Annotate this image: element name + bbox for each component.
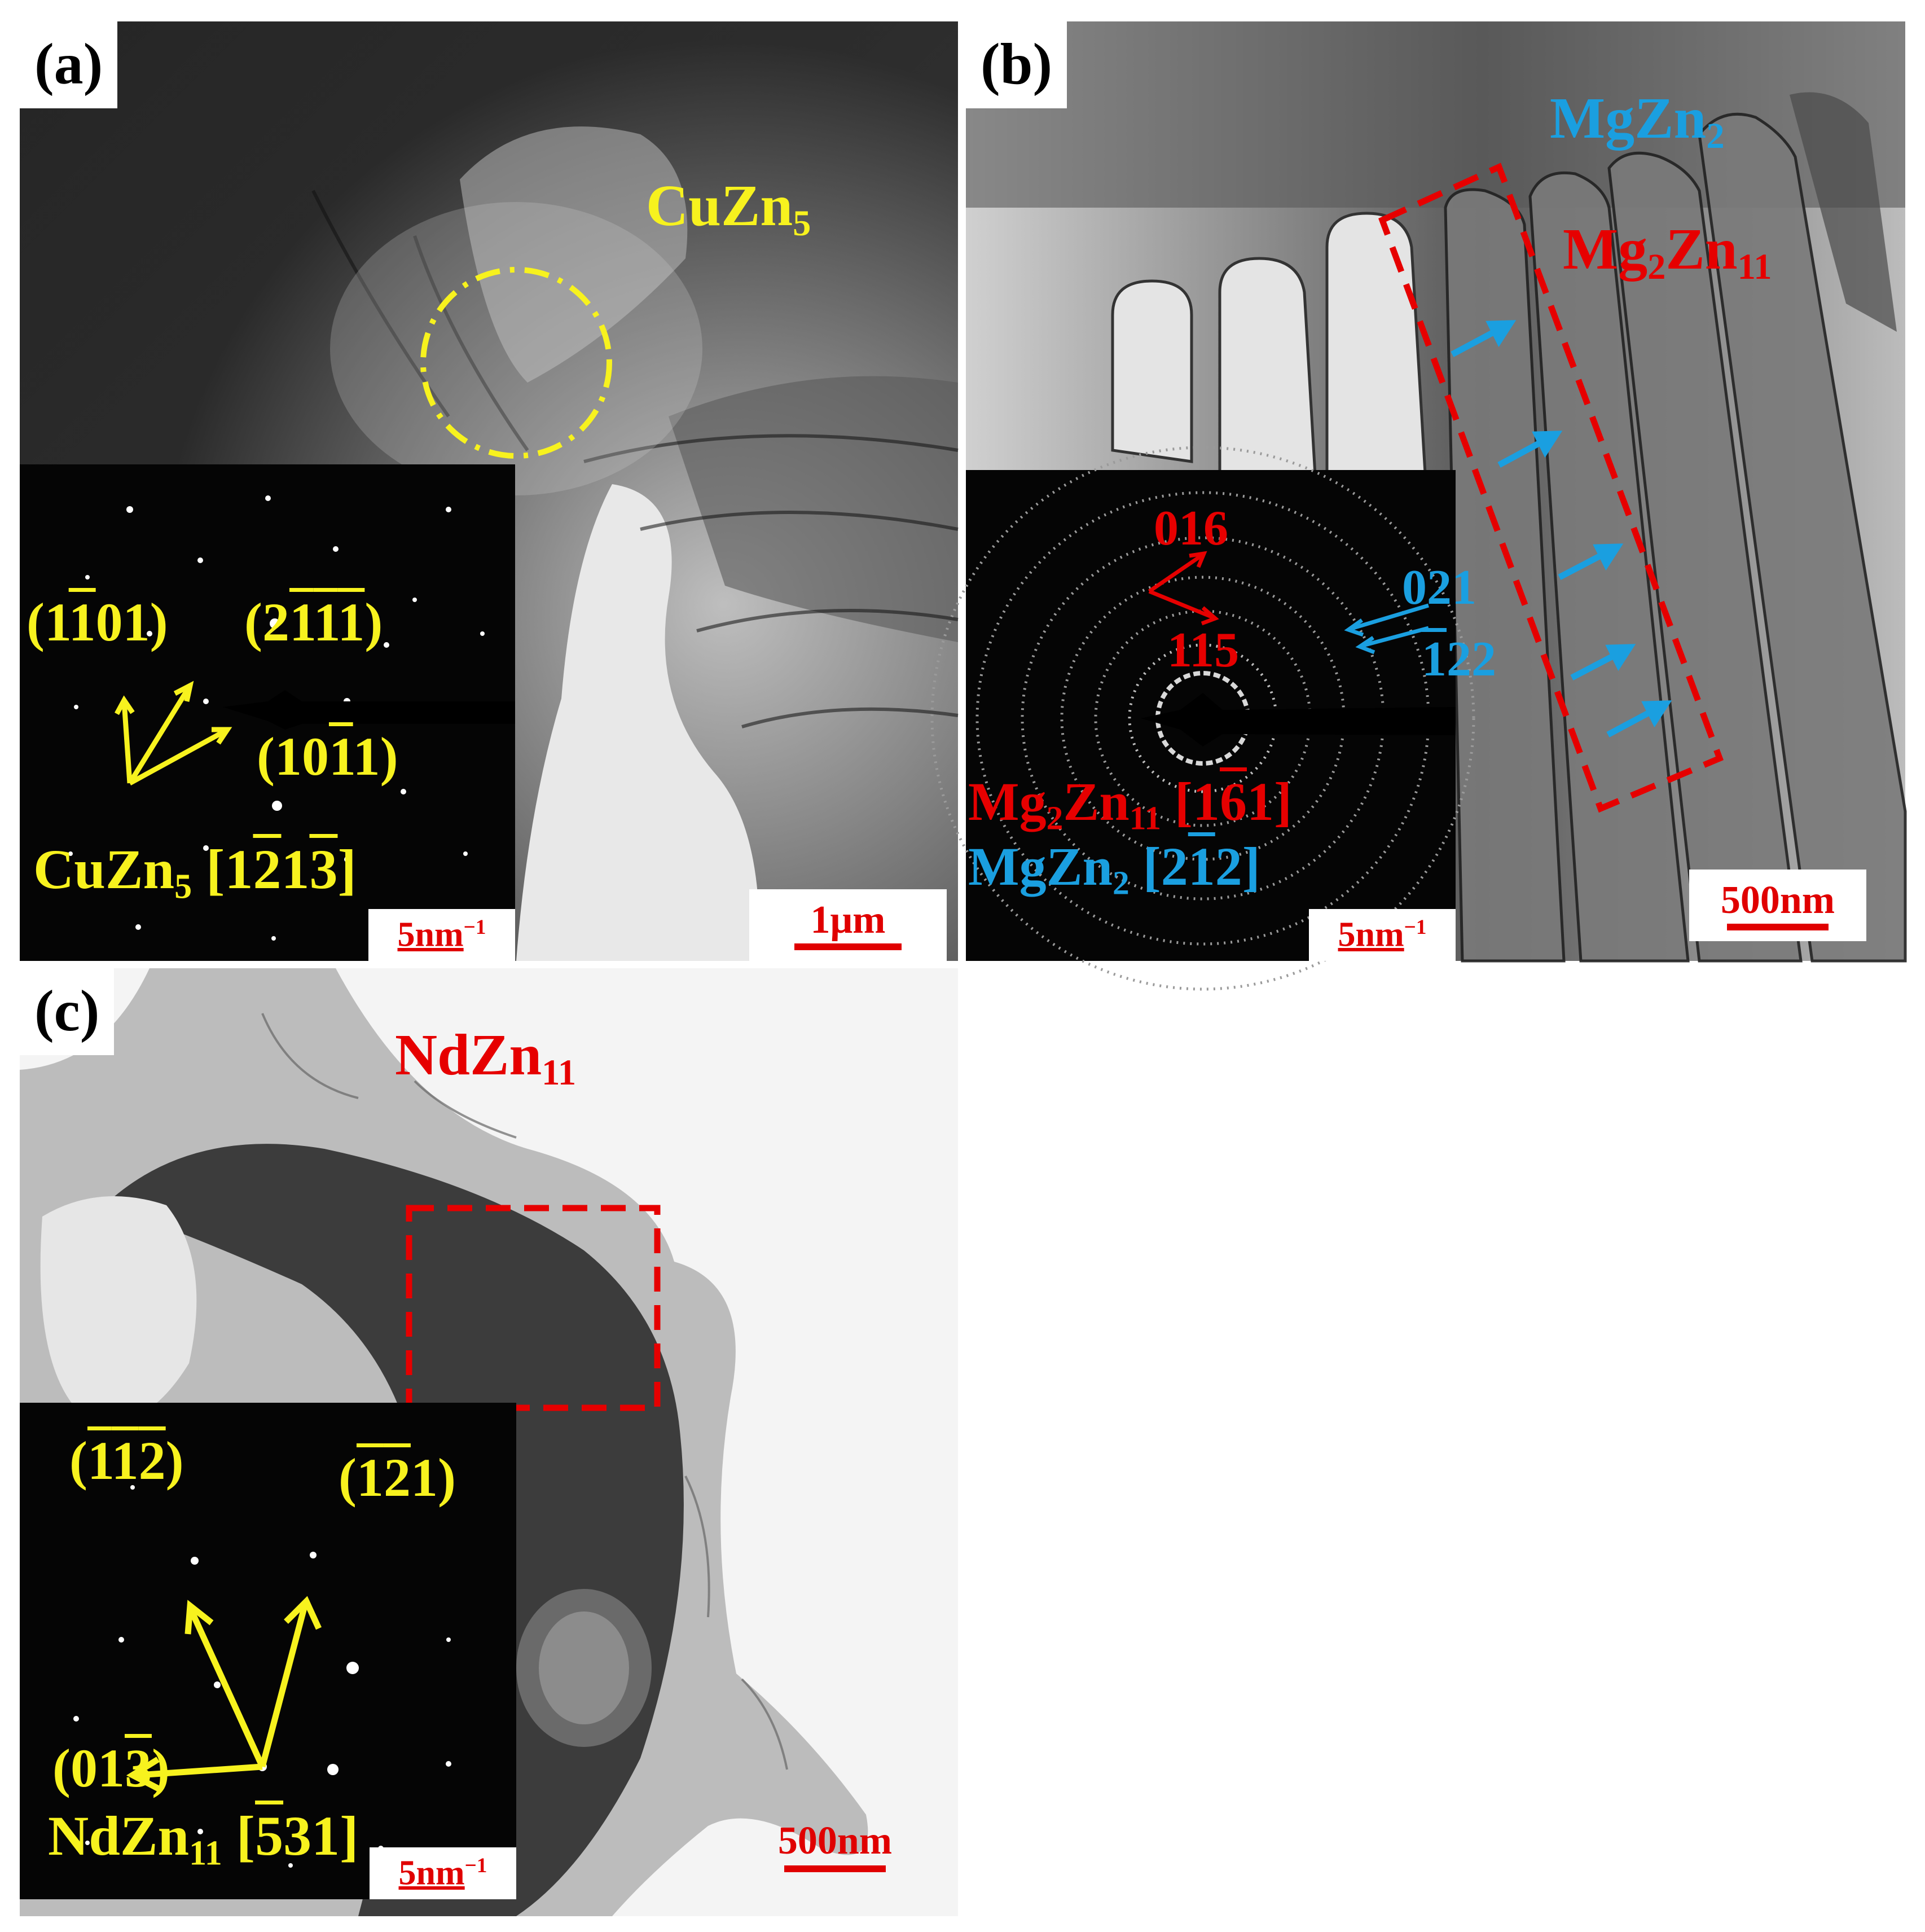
panel-b-ring-label-115: 115 (1167, 623, 1240, 678)
panel-b-diffraction-pattern (930, 446, 1475, 991)
panel-b-scale-bar: 500nm (1689, 870, 1866, 941)
panel-c-plane-label-1: (112) (69, 1430, 184, 1491)
panel-a-inset-scale-bar: 5nm−1 (368, 909, 515, 961)
panel-a-diffraction-inset: (1101) (2111) (1011) CuZn5 [1213] 5nm−1 (20, 464, 515, 961)
panel-c-plane-label-3: (013) (52, 1738, 170, 1798)
panel-a-scale-label: 1μm (810, 898, 886, 942)
panel-b-ring-label-021: 021 (1402, 560, 1476, 615)
panel-b: (b) MgZn2 Mg2Zn11 (930, 21, 1907, 991)
panel-b-ring-label-016: 016 (1154, 501, 1228, 556)
panel-a-phase-label: CuZn5 (646, 173, 811, 244)
panel-c-tag: (c) (20, 968, 115, 1055)
panel-b-ring-label-122: 122 (1422, 632, 1496, 687)
panel-c-diffraction-pattern (73, 1485, 451, 1868)
panel-c-plane-label-2: (121) (339, 1447, 456, 1508)
panel-b-tag: (b) (966, 21, 1067, 108)
panel-b-diffraction-inset: 016 115 021 122 Mg2Zn11 [161] MgZn2 [212… (930, 446, 1496, 991)
panel-c-diffraction-inset: (112) (121) (013) NdZn11 [531] 5nm−1 (20, 1403, 516, 1899)
panel-a-scale-bar: 1μm (749, 889, 947, 961)
panel-b-zone-axis-mgzn2: MgZn2 [212] (968, 836, 1260, 902)
panel-a-diffraction-pattern (68, 495, 515, 941)
panel-b-zone-axis-mg2zn11: Mg2Zn11 [161] (968, 771, 1292, 837)
panel-b-inset-scale-bar: 5nm−1 (1309, 909, 1456, 961)
panel-c-zone-axis-label: NdZn11 [531] (48, 1804, 359, 1873)
panel-b-phase2-label: Mg2Zn11 (1563, 217, 1772, 287)
panel-c-inset-scale-bar: 5nm−1 (370, 1847, 516, 1899)
panel-c-scale-bar: 500nm (750, 1814, 920, 1881)
panel-c: (c) NdZn11 (112) (121) (20, 968, 958, 1916)
panel-a-zone-axis-label: CuZn5 [1213] (33, 838, 357, 906)
panel-a: (a) CuZn5 (1101) (20, 21, 959, 961)
panel-c-phase-label: NdZn11 (395, 1022, 577, 1093)
panel-a-plane-label-3: (1011) (257, 726, 398, 787)
panel-c-scale-label: 500nm (777, 1819, 893, 1863)
panel-b-scale-label: 500nm (1720, 879, 1835, 922)
panel-a-plane-label-1: (1101) (27, 592, 168, 652)
panel-b-phase1-label: MgZn2 (1550, 86, 1725, 156)
panel-a-tag: (a) (20, 21, 118, 108)
panel-a-plane-label-2: (2111) (244, 592, 383, 652)
